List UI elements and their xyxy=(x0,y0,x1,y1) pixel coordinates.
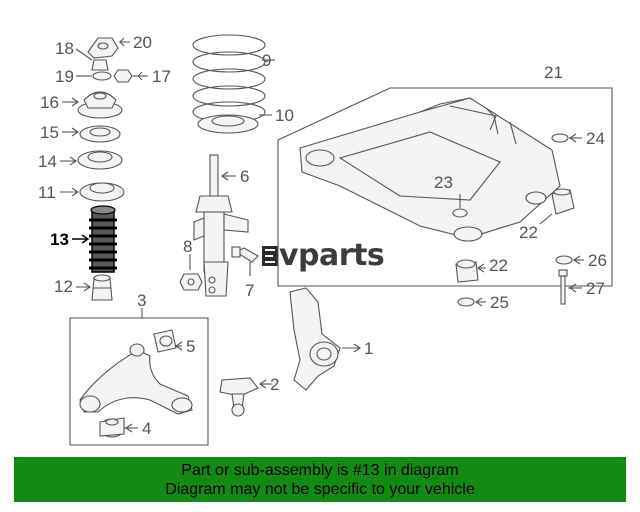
label-18: 18 xyxy=(55,39,74,58)
part-23-washer xyxy=(452,208,468,218)
banner-line-2: Diagram may not be specific to your vehi… xyxy=(165,481,475,498)
part-2-ball-joint xyxy=(219,377,259,417)
part-15-bearing xyxy=(79,125,121,143)
part-20-cap xyxy=(87,37,119,59)
label-22a: 22 xyxy=(519,223,538,242)
part-5-bushing xyxy=(153,329,177,353)
part-27-bolt xyxy=(558,269,568,305)
label-12: 12 xyxy=(54,277,73,296)
label-7: 7 xyxy=(245,281,254,300)
part-24-washer xyxy=(551,133,569,143)
label-4: 4 xyxy=(142,419,151,438)
label-16: 16 xyxy=(40,93,59,112)
label-15: 15 xyxy=(40,123,59,142)
group-21-box xyxy=(277,87,613,287)
label-9: 9 xyxy=(262,51,271,70)
label-24: 24 xyxy=(586,129,605,148)
part-22-bushing-upper xyxy=(551,188,575,215)
label-5: 5 xyxy=(186,337,195,356)
part-17-nut xyxy=(113,69,133,83)
label-21: 21 xyxy=(544,63,563,82)
label-13: 13 xyxy=(50,230,69,249)
part-7-bolt xyxy=(231,246,259,263)
part-22-bushing-lower xyxy=(455,259,479,283)
label-6: 6 xyxy=(240,167,249,186)
label-25: 25 xyxy=(490,293,509,312)
label-17: 17 xyxy=(152,67,171,86)
part-6-strut xyxy=(193,154,249,297)
part-10-spring-pad xyxy=(197,114,259,134)
group-3-box xyxy=(69,317,209,446)
label-19: 19 xyxy=(55,67,74,86)
label-26: 26 xyxy=(588,251,607,270)
ev-logo-icon xyxy=(262,246,278,266)
label-8: 8 xyxy=(183,237,192,256)
label-10: 10 xyxy=(275,106,294,125)
info-banner: Part or sub-assembly is #13 in diagram D… xyxy=(14,457,626,502)
banner-line-1: Part or sub-assembly is #13 in diagram xyxy=(181,462,459,479)
part-4-bushing xyxy=(99,417,125,438)
label-23: 23 xyxy=(434,173,453,192)
part-26-washer xyxy=(555,255,573,265)
watermark: vparts xyxy=(262,238,385,273)
part-8-nut xyxy=(179,273,203,291)
part-11-pad xyxy=(79,182,125,202)
label-11: 11 xyxy=(38,183,56,202)
parts-diagram: 20 18 19 17 16 15 14 11 xyxy=(38,33,613,446)
part-14-seat xyxy=(77,150,123,170)
part-1-knuckle xyxy=(289,287,341,391)
label-3: 3 xyxy=(137,291,146,310)
part-19-washer xyxy=(92,71,112,81)
label-20: 20 xyxy=(133,33,152,52)
part-12-bumper xyxy=(91,274,113,301)
part-13-dust-boot xyxy=(89,205,117,273)
part-lower-arm xyxy=(79,343,193,415)
part-9-coil-spring xyxy=(192,34,266,123)
part-25-washer xyxy=(457,297,475,307)
label-14: 14 xyxy=(38,152,57,171)
part-subframe xyxy=(299,97,561,242)
part-16-mount xyxy=(77,91,123,119)
part-18-nut xyxy=(91,59,109,71)
label-27: 27 xyxy=(586,279,605,298)
label-22b: 22 xyxy=(489,256,508,275)
label-1: 1 xyxy=(364,339,373,358)
label-2: 2 xyxy=(270,375,279,394)
watermark-text: vparts xyxy=(279,238,384,273)
